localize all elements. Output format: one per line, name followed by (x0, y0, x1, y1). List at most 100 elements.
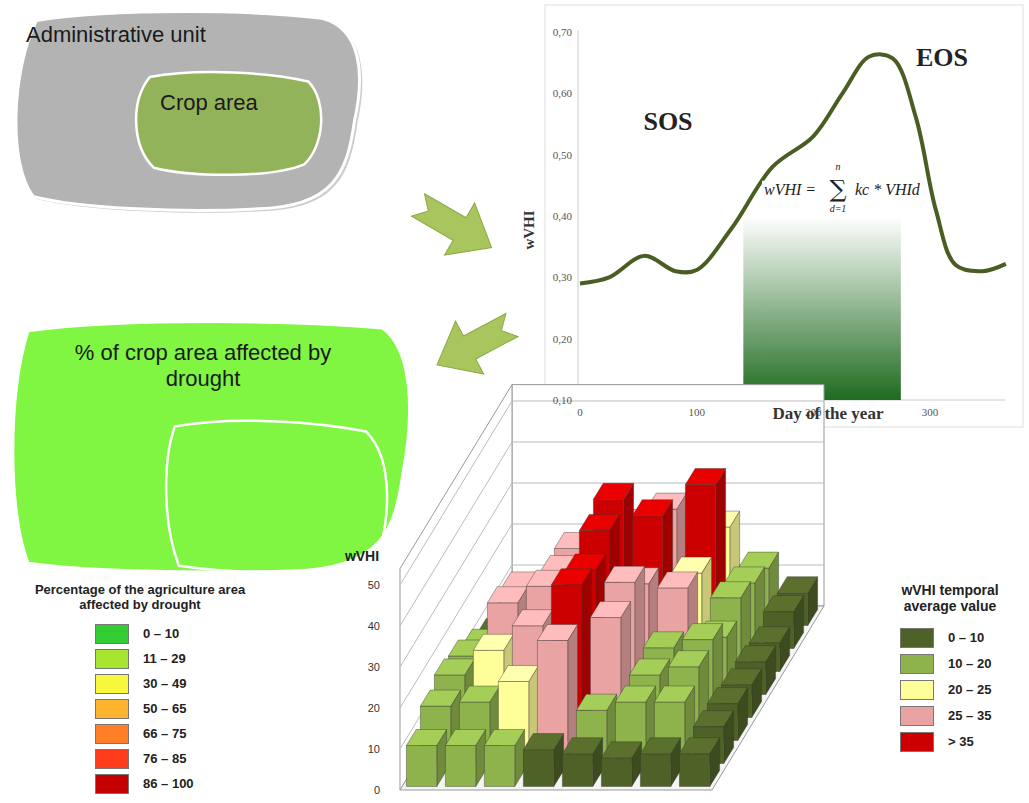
bar-top (679, 738, 719, 754)
bar-top (512, 610, 552, 626)
bar-top (724, 567, 764, 583)
bar-top (487, 587, 527, 603)
legend-label: 50 – 65 (143, 701, 186, 716)
bar-top (721, 669, 761, 685)
bar-top (498, 666, 538, 682)
legend-label: 0 – 10 (143, 626, 179, 641)
axis-tick-label: 0,40 (553, 210, 572, 223)
bar-top (685, 469, 725, 485)
legend-label: 0 – 10 (948, 630, 984, 645)
legend-label: 25 – 35 (948, 708, 991, 723)
legend-swatch (95, 649, 129, 669)
bar-top (777, 577, 817, 593)
bar-top (615, 686, 655, 702)
bar-top (671, 557, 711, 573)
bar (601, 742, 641, 787)
side-wall (400, 385, 512, 790)
legend-title: wVHI temporal average value (875, 582, 1025, 614)
legend-swatch (95, 724, 129, 744)
bar-front (679, 754, 709, 787)
bar-front (601, 758, 631, 787)
legend-label: 86 – 100 (143, 776, 194, 791)
axis-tick-label: 40 (368, 620, 380, 633)
legend-label: > 35 (948, 734, 974, 749)
blob-outline (130, 68, 328, 180)
chart-label: wVHI = (762, 181, 818, 199)
chart-label: Day of the year (773, 404, 884, 424)
bar-top (735, 646, 775, 662)
bar-top (601, 742, 641, 758)
legend-swatch (900, 680, 934, 700)
season-integral (743, 216, 901, 400)
bar-front (406, 746, 436, 787)
legend-swatch (95, 774, 129, 794)
blob (136, 72, 321, 175)
axis-tick-label: 0,70 (553, 26, 572, 39)
y-axis (578, 30, 579, 400)
axis-tick-label: 20 (368, 702, 380, 715)
legend-swatch (900, 732, 934, 752)
axis-tick-label: 0,50 (553, 148, 572, 161)
bar-top (406, 730, 446, 746)
bar (640, 738, 680, 787)
axis-tick-label: 0,60 (553, 87, 572, 100)
chart-label: n (836, 161, 841, 173)
affected-area-shape: % of crop area affected by drought (8, 318, 415, 576)
bar-top (668, 651, 708, 667)
bar-top (579, 515, 619, 531)
bar-top (551, 569, 591, 585)
bar-top (763, 596, 803, 612)
legend-swatch (95, 749, 129, 769)
bar-top (643, 632, 683, 648)
flow-arrow (423, 299, 526, 392)
admin-unit-shape: Administrative unitCrop area (8, 8, 365, 215)
bar-front (523, 750, 553, 787)
legend-label: 20 – 25 (948, 682, 991, 697)
block-arrows (403, 179, 526, 391)
axis-tick-label: 0,20 (553, 332, 572, 345)
bar-top (693, 711, 733, 727)
legend-swatch (900, 628, 934, 648)
chart-label: wVHI (345, 548, 379, 564)
bar (445, 730, 485, 787)
chart-label: SOS (643, 107, 692, 137)
bar-top (682, 624, 722, 640)
bar-top (523, 734, 563, 750)
node-label: Crop area (160, 90, 310, 116)
legend-swatch (900, 706, 934, 726)
bar (523, 734, 563, 787)
bar-front (562, 754, 592, 787)
legend-title: Percentage of the agriculture area affec… (10, 583, 270, 613)
bar-top (537, 625, 577, 641)
bar-top (654, 686, 694, 702)
bar-top (707, 688, 747, 704)
bar-top (749, 627, 789, 643)
flow-arrow (403, 179, 507, 273)
bar-top (710, 582, 750, 598)
bar (562, 738, 602, 787)
bar (406, 730, 446, 787)
node-label: Administrative unit (26, 22, 326, 48)
crop-area-shape: Crop area (130, 68, 328, 180)
bar-top (434, 659, 474, 675)
bar-top (590, 602, 630, 618)
bar-top (473, 634, 513, 650)
floor (400, 606, 824, 790)
wvhi-curve (580, 54, 1006, 283)
legend-label: 76 – 85 (143, 751, 186, 766)
bar-top (459, 686, 499, 702)
bar-top (576, 694, 616, 710)
axis-tick-label: 50 (368, 579, 380, 592)
bar-top (640, 738, 680, 754)
legend-swatch (95, 624, 129, 644)
bar-top (632, 500, 672, 516)
axis-tick-label: 0 (577, 406, 583, 419)
bar-top (604, 566, 644, 582)
bar-top (738, 552, 778, 568)
axis-tick-label: 0 (374, 784, 380, 797)
legend-swatch (95, 699, 129, 719)
axis-tick-label: 0,30 (553, 271, 572, 284)
chart-label: kc * VHId (853, 181, 922, 199)
axis-tick-label: 0,10 (553, 394, 572, 407)
